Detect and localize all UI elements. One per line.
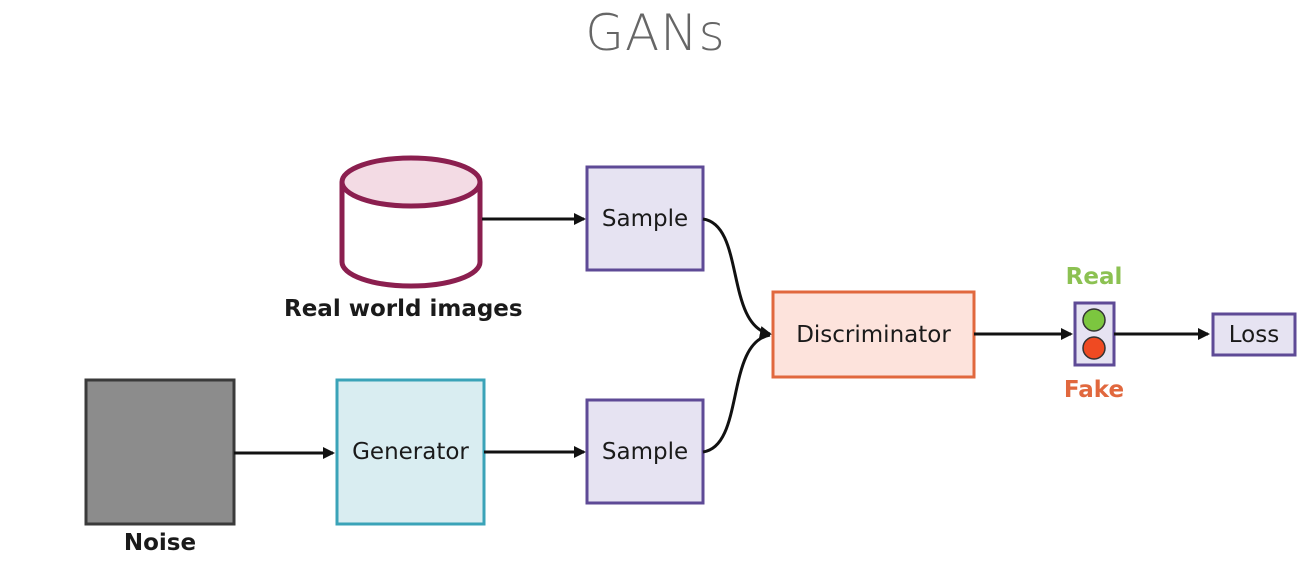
fake-label: Fake <box>1063 377 1125 403</box>
sample-top-label: Sample <box>601 205 689 232</box>
arrow-sample-bottom-to-discriminator <box>702 333 771 454</box>
generator-label-wrap: Generator <box>337 380 484 524</box>
generator-box <box>335 378 486 526</box>
real-label: Real <box>1065 264 1123 290</box>
traffic-light-icon <box>1073 301 1116 367</box>
discriminator-label: Discriminator <box>796 321 951 348</box>
loss-label-wrap: Loss <box>1213 314 1295 355</box>
arrow-sample-top-to-discriminator <box>702 217 772 338</box>
noise-box <box>84 378 236 526</box>
sample-bottom-label: Sample <box>601 438 689 465</box>
generator-label: Generator <box>352 439 469 465</box>
loss-label: Loss <box>1228 321 1280 348</box>
noise-label: Noise <box>123 530 197 556</box>
page-title: GANs <box>585 4 726 62</box>
sample-top-label-wrap: Sample <box>587 167 703 270</box>
sample-bottom-box <box>585 398 705 505</box>
sample-top-box <box>585 165 705 272</box>
database-icon <box>339 155 483 289</box>
fake-light-icon <box>1082 336 1106 360</box>
real-light-icon <box>1082 308 1106 332</box>
sample-bottom-label-wrap: Sample <box>587 400 703 503</box>
real-world-images-label: Real world images <box>284 296 523 322</box>
discriminator-box <box>771 290 976 379</box>
loss-box <box>1211 312 1297 357</box>
discriminator-label-wrap: Discriminator <box>773 292 974 377</box>
